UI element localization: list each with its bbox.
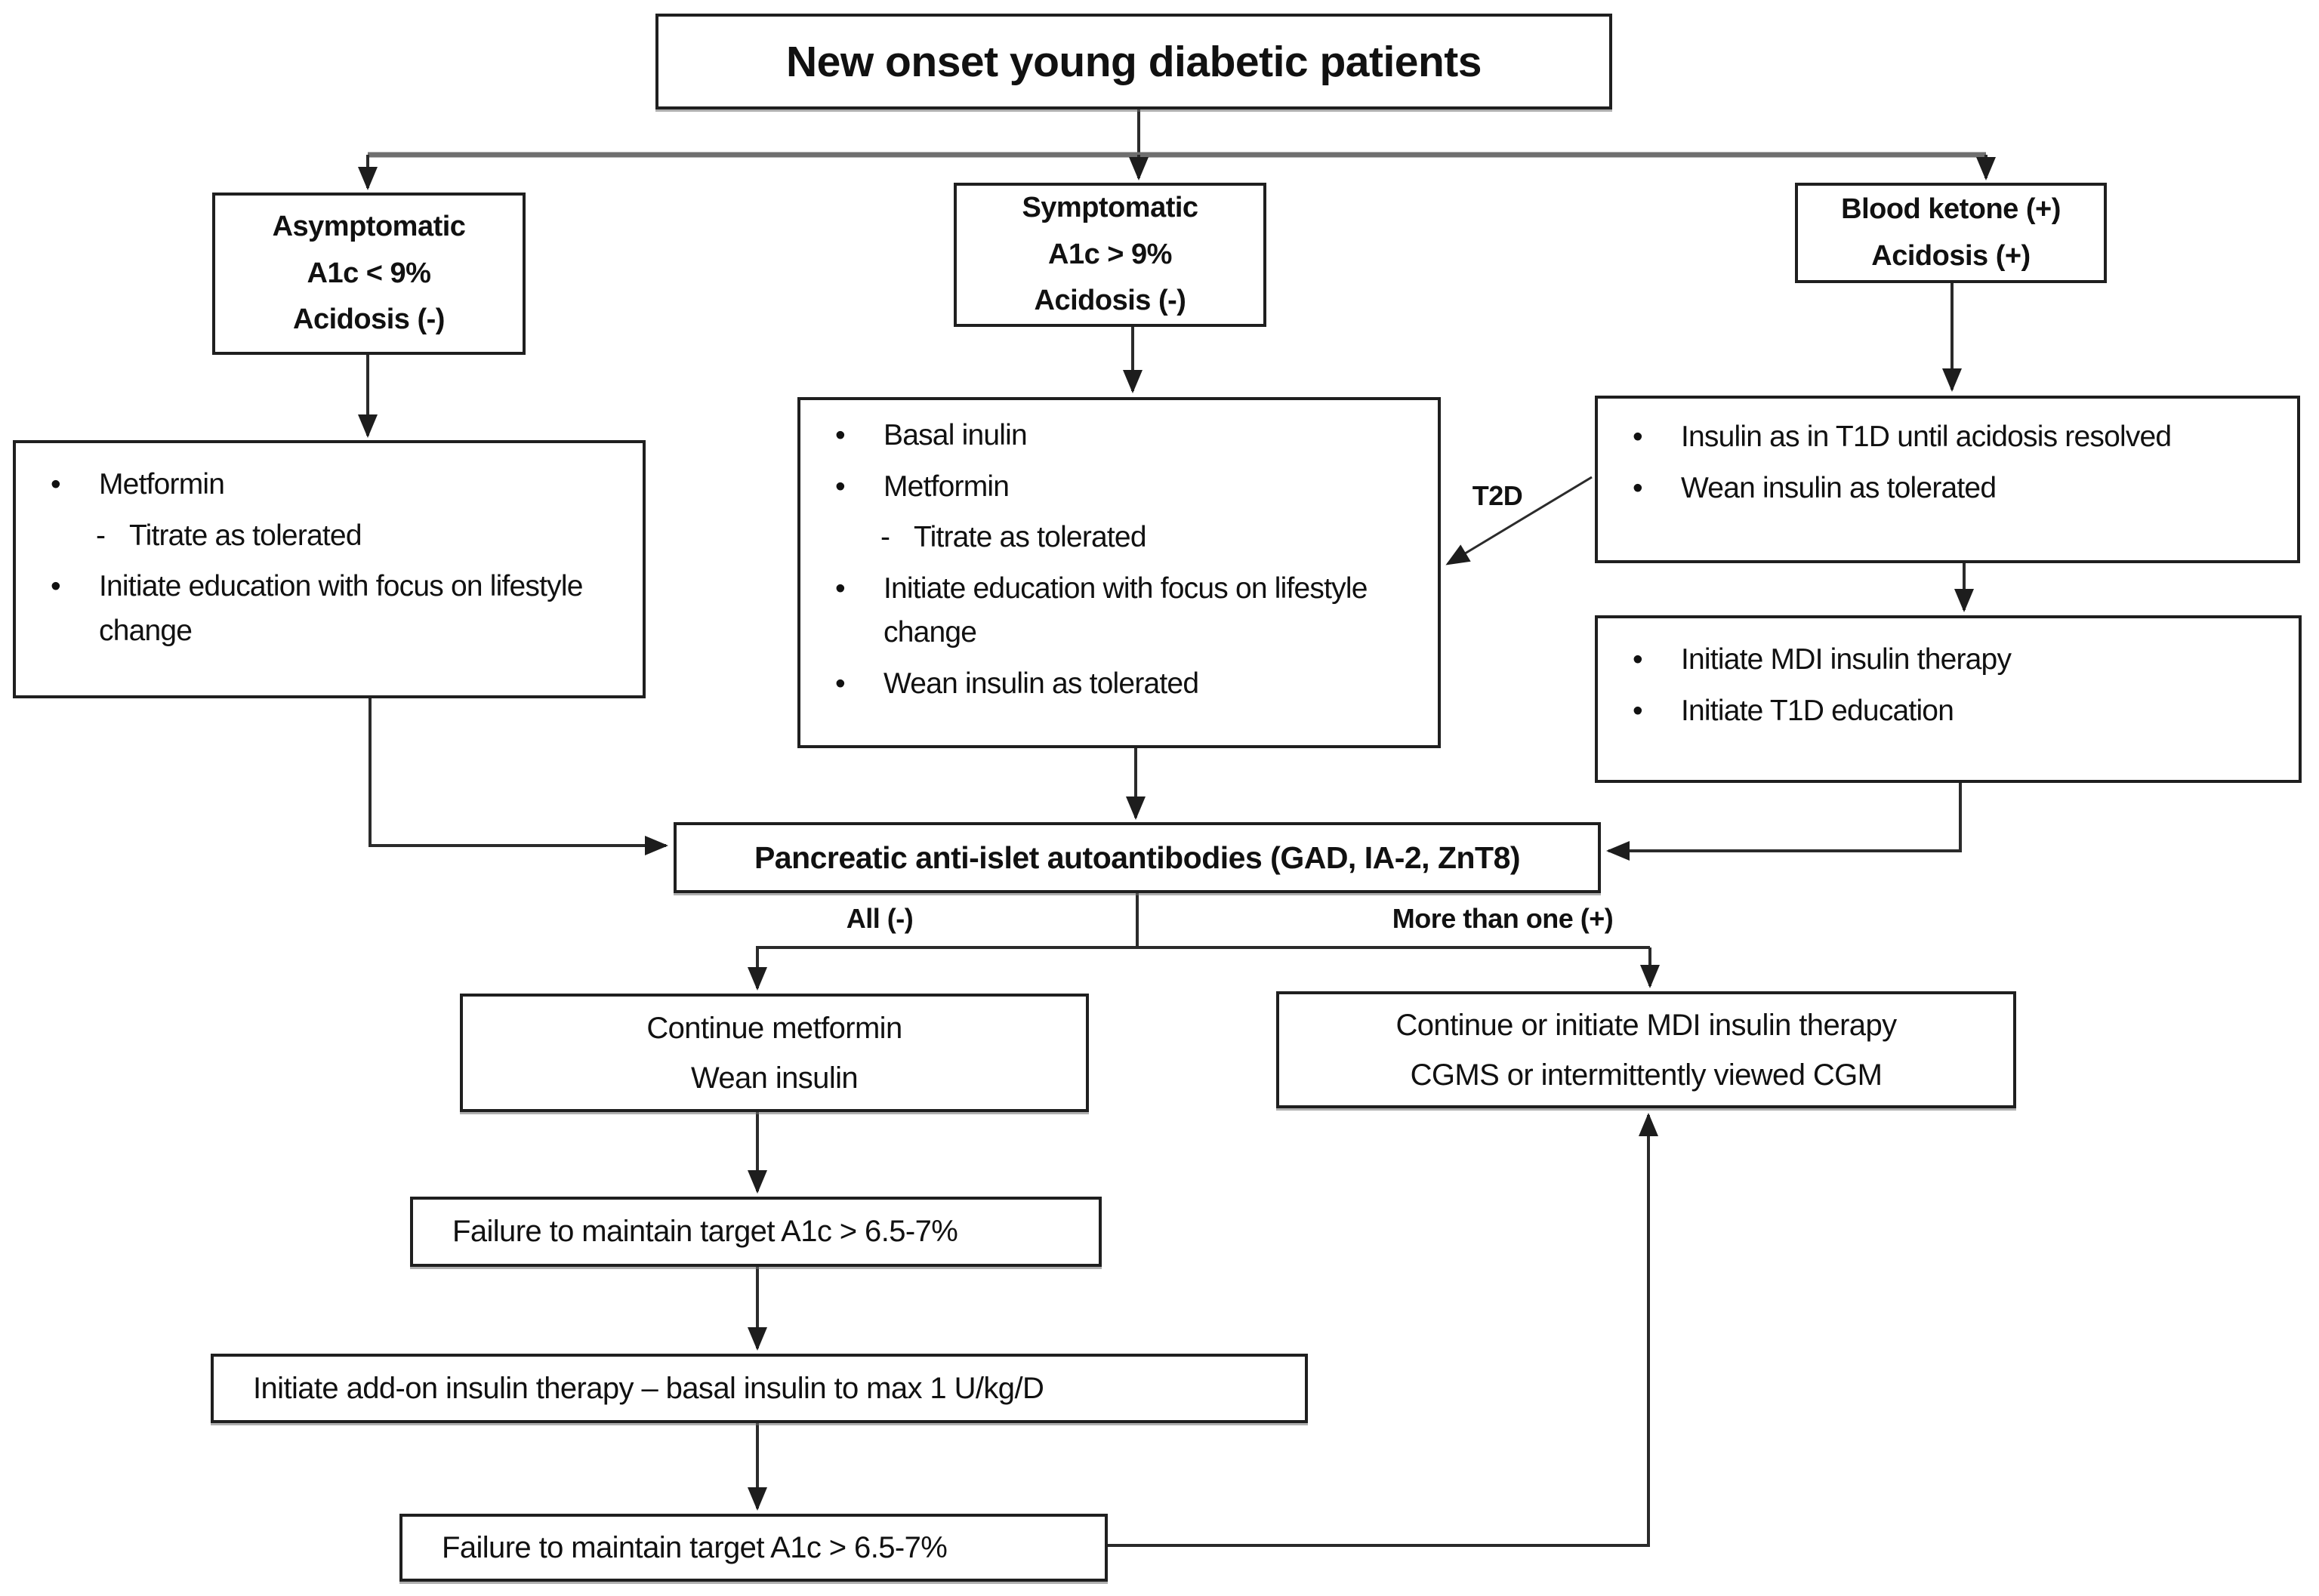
asymptomatic-line: A1c < 9%	[307, 257, 431, 289]
plan-subitem: - Titrate as tolerated	[800, 516, 1438, 560]
bullet-icon: •	[1633, 471, 1643, 504]
failure-target-a1c-box-2: Failure to maintain target A1c > 6.5-7%	[399, 1514, 1108, 1582]
symptomatic-line: Symptomatic	[1022, 192, 1198, 224]
addon-insulin-text: Initiate add-on insulin therapy – basal …	[253, 1371, 1044, 1405]
plan-subitem: - Titrate as tolerated	[16, 514, 643, 559]
failure-text: Failure to maintain target A1c > 6.5-7%	[442, 1530, 948, 1564]
plan-item-text: Initiate MDI insulin therapy	[1681, 643, 2012, 676]
failure-text: Failure to maintain target A1c > 6.5-7%	[452, 1215, 958, 1248]
outcome-line: Continue metformin	[646, 1011, 902, 1045]
dash-icon: -	[96, 519, 106, 552]
plan-item-text: Titrate as tolerated	[129, 519, 362, 552]
plan-item-text: Titrate as tolerated	[914, 521, 1147, 553]
symptomatic-line: A1c > 9%	[1048, 238, 1172, 270]
asymptomatic-line: Acidosis (-)	[293, 303, 445, 336]
t1d-insulin-plan-box: • Insulin as in T1D until acidosis resol…	[1595, 396, 2300, 563]
continue-metformin-box: Continue metformin Wean insulin	[460, 994, 1089, 1112]
title-box: New onset young diabetic patients	[655, 14, 1612, 109]
bullet-icon: •	[835, 470, 846, 503]
plan-item: • Basal inulin	[800, 414, 1438, 458]
failure-target-a1c-box-1: Failure to maintain target A1c > 6.5-7%	[410, 1197, 1102, 1267]
plan-item-text: Metformin	[884, 470, 1010, 503]
basal-insulin-plan-box: • Basal inulin • Metformin - Titrate as …	[797, 397, 1441, 748]
plan-item-text: Initiate education with focus on lifesty…	[99, 570, 583, 647]
symptomatic-line: Acidosis (-)	[1034, 285, 1186, 317]
outcome-line: Continue or initiate MDI insulin therapy	[1395, 1008, 1897, 1042]
plan-item: • Initiate education with focus on lifes…	[16, 565, 643, 653]
bullet-icon: •	[51, 570, 61, 602]
plan-item-text: Initiate education with focus on lifesty…	[884, 572, 1368, 649]
bullet-icon: •	[1633, 421, 1643, 453]
bullet-icon: •	[1633, 643, 1643, 676]
plan-item-text: Initiate T1D education	[1681, 694, 1954, 727]
addon-insulin-box: Initiate add-on insulin therapy – basal …	[211, 1354, 1308, 1423]
arrow-mdi-to-autoantibody	[1606, 783, 1962, 861]
edge-label-more-than-one-positive: More than one (+)	[1392, 903, 1614, 934]
metformin-plan-box: • Metformin - Titrate as tolerated • Ini…	[13, 440, 646, 698]
edge-label-t2d: T2D	[1472, 480, 1523, 511]
bullet-icon: •	[835, 572, 846, 605]
bullet-icon: •	[835, 419, 846, 451]
page-title: New onset young diabetic patients	[786, 37, 1482, 86]
blood-ketone-box: Blood ketone (+) Acidosis (+)	[1795, 183, 2107, 283]
blood-ketone-line: Blood ketone (+)	[1841, 193, 2061, 225]
plan-item: • Initiate education with focus on lifes…	[800, 567, 1438, 655]
plan-item-text: Wean insulin as tolerated	[884, 667, 1199, 700]
dash-icon: -	[880, 521, 890, 553]
plan-item: • Metformin	[16, 463, 643, 507]
plan-item: • Metformin	[800, 465, 1438, 510]
edge-label-all-negative: All (-)	[846, 903, 914, 934]
arrow-failure2-to-mdi-cgm	[1108, 1113, 1658, 1547]
mdi-plan-box: • Initiate MDI insulin therapy • Initiat…	[1595, 615, 2302, 783]
plan-item: • Wean insulin as tolerated	[800, 662, 1438, 707]
bullet-icon: •	[51, 468, 61, 501]
symptomatic-box: Symptomatic A1c > 9% Acidosis (-)	[954, 183, 1266, 327]
plan-item-text: Metformin	[99, 468, 225, 501]
outcome-line: Wean insulin	[690, 1061, 859, 1095]
arrow-split-left	[748, 946, 1650, 991]
plan-item-text: Insulin as in T1D until acidosis resolve…	[1681, 421, 2172, 453]
plan-item-text: Wean insulin as tolerated	[1681, 471, 1997, 504]
mdi-cgm-box: Continue or initiate MDI insulin therapy…	[1276, 991, 2016, 1108]
autoantibody-text: Pancreatic anti-islet autoantibodies (GA…	[754, 840, 1521, 875]
plan-item-text: Basal inulin	[884, 419, 1028, 451]
plan-item: • Wean insulin as tolerated	[1598, 467, 2297, 511]
outcome-line: CGMS or intermittently viewed CGM	[1410, 1058, 1883, 1092]
bullet-icon: •	[1633, 694, 1643, 727]
plan-item: • Insulin as in T1D until acidosis resol…	[1598, 415, 2297, 460]
blood-ketone-line: Acidosis (+)	[1871, 239, 2031, 272]
asymptomatic-box: Asymptomatic A1c < 9% Acidosis (-)	[212, 193, 526, 355]
bullet-icon: •	[835, 667, 846, 700]
arrow-metformin-to-autoantibody	[369, 698, 668, 855]
asymptomatic-line: Asymptomatic	[272, 211, 466, 243]
autoantibody-box: Pancreatic anti-islet autoantibodies (GA…	[674, 822, 1601, 893]
plan-item: • Initiate MDI insulin therapy	[1598, 638, 2299, 682]
arrow-t2d	[1445, 476, 1593, 565]
plan-item: • Initiate T1D education	[1598, 689, 2299, 734]
